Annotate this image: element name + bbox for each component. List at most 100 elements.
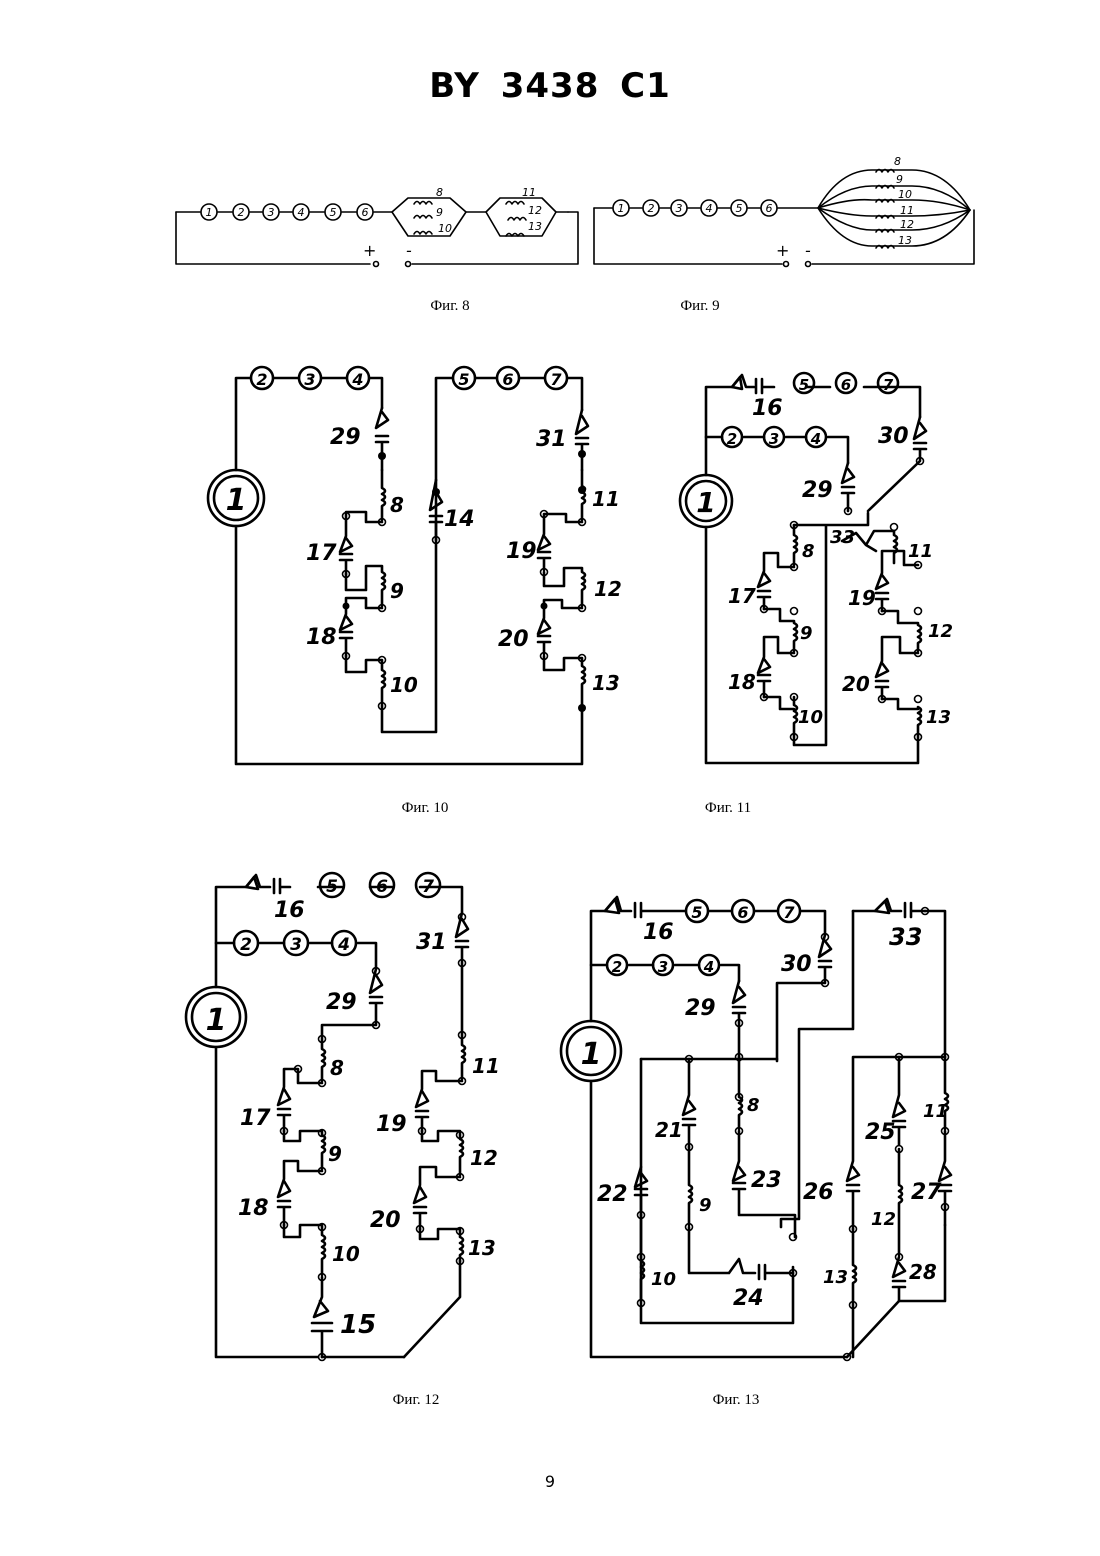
caption-fig-12: Фиг. 12: [356, 1392, 476, 1409]
caption-fig-8: Фиг. 8: [390, 298, 510, 315]
svg-text:1: 1: [581, 1037, 602, 1072]
lamp-3: 3: [299, 367, 321, 389]
svg-text:1: 1: [618, 202, 625, 215]
lamp-3: 3: [263, 204, 279, 220]
capacitor-29: 29: [326, 990, 357, 1015]
capacitor-16: 16: [752, 396, 783, 421]
lamp-6: 6: [370, 873, 394, 897]
plus-terminal: +: [776, 241, 789, 260]
svg-text:4: 4: [703, 958, 714, 976]
capacitor-28: 28: [909, 1260, 937, 1284]
coil-8: 8: [802, 541, 815, 562]
svg-text:2: 2: [256, 370, 267, 389]
coil-label-13: 13: [898, 234, 912, 247]
capacitor-18: 18: [238, 1196, 269, 1221]
capacitor-33: 33: [830, 527, 855, 548]
caption-fig-13: Фиг. 13: [676, 1392, 796, 1409]
svg-text:4: 4: [351, 370, 363, 389]
figure-10-diagram: 1 2 3 4 29 8 17 9 18 10 14 5 6 7 31 11 1…: [200, 360, 640, 780]
svg-text:2: 2: [648, 202, 655, 215]
lamp-7: 7: [416, 873, 440, 897]
coil-label-12: 12: [900, 218, 914, 231]
lamp-6: 6: [836, 373, 856, 394]
svg-text:5: 5: [736, 202, 743, 215]
capacitor-20: 20: [842, 672, 870, 696]
lamp-4: 4: [806, 427, 826, 448]
svg-text:3: 3: [290, 935, 302, 955]
svg-text:2: 2: [240, 935, 252, 955]
figure-9-diagram: 1 2 3 4 5 6 8 9 10 11 12 13 + -: [590, 150, 980, 275]
lamp-5: 5: [686, 900, 708, 922]
svg-text:5: 5: [691, 903, 702, 922]
figure-8-diagram: 1 2 3 4 5 6 8 9 10 11 12 13 + -: [170, 180, 590, 275]
capacitor-19: 19: [506, 539, 537, 564]
svg-text:6: 6: [766, 202, 773, 215]
svg-text:3: 3: [676, 202, 683, 215]
source-1: 1: [208, 470, 264, 526]
coil-9: 9: [699, 1195, 712, 1216]
coil-label-12: 12: [528, 204, 542, 217]
svg-text:7: 7: [783, 903, 795, 922]
capacitor-20: 20: [498, 627, 529, 652]
capacitor-29: 29: [330, 425, 361, 450]
lamp-7: 7: [878, 373, 898, 394]
coil-11: 11: [923, 1101, 948, 1122]
source-1: 1: [680, 475, 732, 527]
capacitor-16: 16: [274, 898, 305, 923]
capacitor-19: 19: [376, 1112, 407, 1137]
lamp-5: 5: [320, 873, 344, 897]
coil-12: 12: [594, 577, 622, 601]
lamp-4: 4: [701, 200, 717, 216]
svg-text:2: 2: [727, 430, 737, 448]
lamp-6: 6: [357, 204, 373, 220]
lamp-2: 2: [607, 955, 627, 976]
figure-11-diagram: 1 16 5 6 7 30 2 3 4 29 33 8 17 9 18 10 1…: [670, 365, 960, 775]
capacitor-24: 24: [733, 1286, 764, 1311]
source-1: 1: [186, 987, 246, 1047]
coil-8: 8: [330, 1056, 344, 1080]
coil-label-11: 11: [522, 186, 536, 199]
svg-text:4: 4: [337, 935, 350, 955]
coil-label-10: 10: [438, 222, 452, 235]
lamp-7: 7: [545, 367, 567, 389]
capacitor-25: 25: [865, 1120, 896, 1145]
coil-9: 9: [390, 579, 404, 603]
capacitor-17: 17: [728, 584, 756, 608]
capacitor-17: 17: [240, 1106, 271, 1131]
coil-13: 13: [926, 707, 951, 728]
coil-10: 10: [651, 1269, 676, 1290]
coil-label-9: 9: [896, 173, 903, 186]
coil-9: 9: [328, 1142, 342, 1166]
svg-text:6: 6: [841, 376, 851, 394]
svg-text:5: 5: [799, 376, 809, 394]
svg-text:5: 5: [330, 206, 337, 219]
figure-13-diagram: 1 16 5 6 7 2 3 4 33 30 29 22 10 21 9 24 …: [555, 885, 965, 1370]
lamp-5: 5: [731, 200, 747, 216]
coil-12: 12: [928, 621, 953, 642]
svg-text:1: 1: [696, 486, 715, 519]
coil-10: 10: [332, 1242, 360, 1266]
coil-12: 12: [871, 1209, 896, 1230]
svg-text:6: 6: [502, 370, 513, 389]
coil-13: 13: [592, 671, 620, 695]
capacitor-16: 16: [643, 920, 674, 945]
lamp-4: 4: [332, 931, 356, 955]
plus-terminal: +: [363, 241, 376, 260]
svg-text:7: 7: [422, 877, 434, 897]
coil-label-8: 8: [894, 155, 901, 168]
figure-12-diagram: 1 16 5 6 7 2 3 4 31 29 8 17 9 18 10 15 1…: [180, 865, 500, 1370]
capacitor-30: 30: [781, 952, 812, 977]
svg-text:7: 7: [550, 370, 562, 389]
minus-terminal: -: [805, 241, 811, 260]
coil-8: 8: [390, 493, 404, 517]
capacitor-21: 21: [655, 1118, 683, 1142]
capacitor-29: 29: [685, 996, 716, 1021]
svg-text:1: 1: [206, 1003, 227, 1038]
capacitor-31: 31: [536, 427, 567, 452]
lamp-2: 2: [251, 367, 273, 389]
svg-text:3: 3: [304, 370, 315, 389]
lamp-6: 6: [497, 367, 519, 389]
coil-label-13: 13: [528, 220, 542, 233]
lamp-6: 6: [732, 900, 754, 922]
svg-text:2: 2: [238, 206, 245, 219]
